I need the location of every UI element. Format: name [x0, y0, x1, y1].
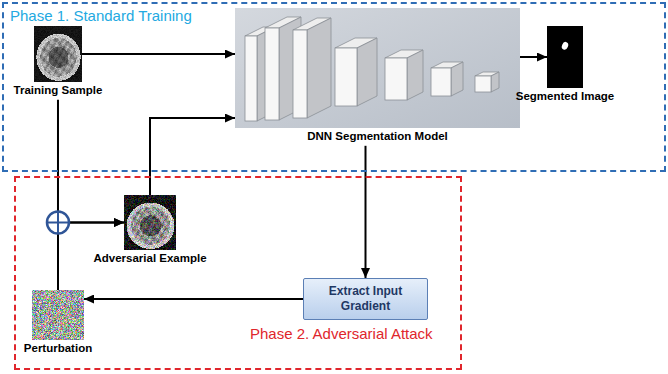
arrow-connector — [150, 118, 235, 195]
region-title: Phase 2. Adversarial Attack — [250, 326, 433, 343]
image-figure — [34, 26, 82, 82]
image-node: Adversarial Example — [93, 195, 206, 266]
sum-symbol — [47, 212, 69, 234]
image-node: Training Sample — [14, 26, 103, 98]
arrow-connector — [520, 56, 547, 58]
model-node: DNN Segmentation Model — [235, 8, 520, 144]
network-illustration — [235, 8, 520, 128]
image-figure — [547, 26, 583, 88]
node-label: Training Sample — [14, 84, 103, 98]
arrow-connector — [58, 100, 124, 223]
phase-region: Phase 2. Adversarial Attack Adversarial E… — [14, 176, 462, 370]
arrow-connector — [84, 298, 303, 300]
box-text: Extract Input Gradient — [310, 284, 421, 314]
sum-symbol-bar — [57, 212, 59, 234]
node-label: DNN Segmentation Model — [307, 130, 448, 144]
node-label: Segmented Image — [516, 90, 614, 104]
phase-region: Phase 1. Standard TrainingTraining Sampl… — [2, 2, 666, 172]
arrow-connector — [82, 53, 235, 55]
node-label: Adversarial Example — [93, 252, 206, 266]
image-node: Perturbation — [24, 290, 92, 356]
region-title: Phase 1. Standard Training — [10, 8, 192, 25]
image-figure — [124, 195, 176, 250]
image-node: Segmented Image — [516, 26, 614, 104]
image-figure — [32, 290, 84, 340]
node-label: Perturbation — [24, 342, 92, 356]
process-box: Extract Input Gradient — [303, 278, 428, 320]
arrow-connector — [365, 146, 367, 278]
